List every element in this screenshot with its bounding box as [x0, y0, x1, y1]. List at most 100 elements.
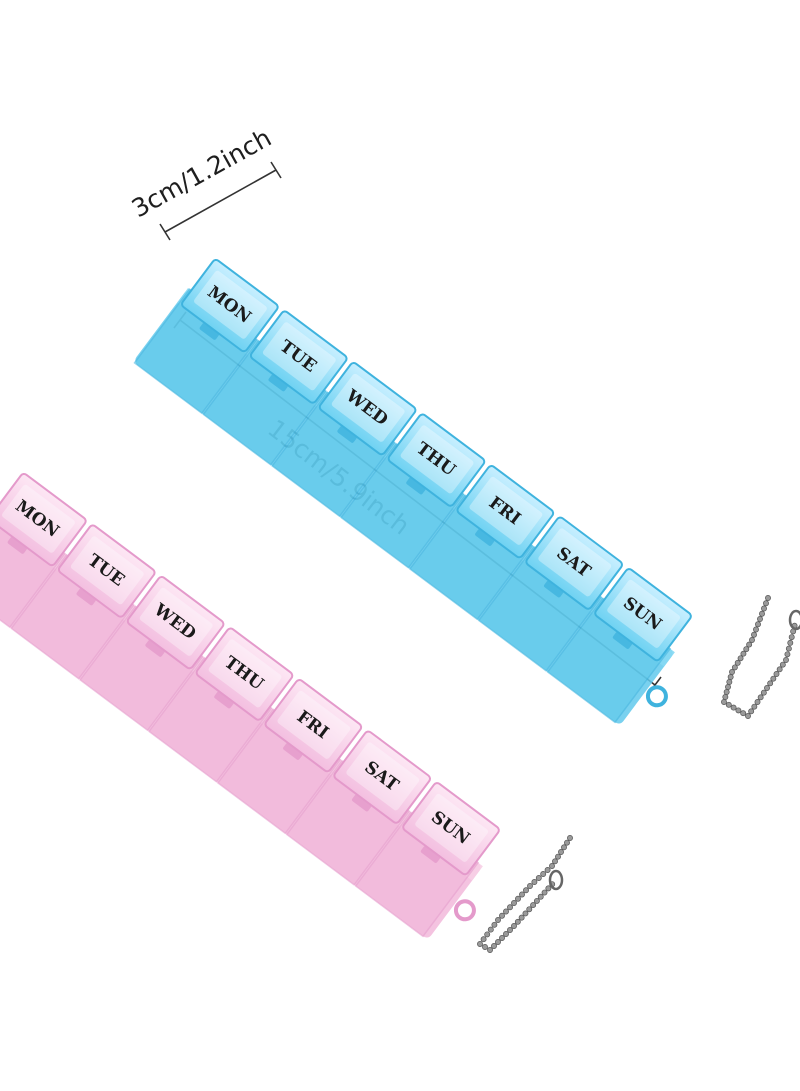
blue-latch — [199, 323, 219, 340]
chain-bead — [759, 610, 765, 617]
chain-bead — [737, 655, 744, 662]
pink-lid[interactable] — [195, 627, 294, 721]
chain-bead — [552, 858, 558, 865]
pink-compartment-tue[interactable]: TUE — [10, 523, 157, 680]
chain-bead — [495, 917, 501, 923]
blue-latch — [475, 529, 495, 546]
chain-bead — [522, 910, 529, 917]
chain-bead — [757, 616, 763, 622]
pink-label-panel — [415, 793, 489, 862]
pink-label-panel — [208, 639, 282, 708]
chain-bead — [545, 885, 552, 892]
chain-bead — [515, 895, 521, 902]
chain-bead — [784, 651, 791, 658]
chain-bead — [721, 699, 727, 705]
chain-bead — [544, 867, 551, 873]
chain-bead — [726, 679, 733, 685]
pink-latch — [7, 537, 27, 554]
width-label: 3cm/1.2inch — [127, 123, 276, 223]
blue-label-panel — [607, 579, 681, 648]
chain-bead — [558, 849, 564, 855]
blue-label-panel — [262, 322, 336, 391]
blue-compartment-sat[interactable]: SAT — [477, 515, 625, 672]
pink-compartment-fri[interactable]: FRI — [216, 677, 364, 835]
chain-bead — [745, 713, 751, 719]
chain-bead — [788, 634, 795, 641]
chain-bead — [753, 626, 759, 633]
pink-compartment-sat[interactable]: SAT — [285, 729, 433, 886]
blue-latch — [337, 426, 357, 443]
pink-label-panel — [2, 484, 75, 553]
chain-bead — [743, 646, 750, 653]
pink-compartment-thu[interactable]: THU — [148, 626, 295, 783]
pink-latch — [76, 588, 96, 606]
chain-bead — [495, 939, 501, 945]
chain-bead — [735, 707, 742, 714]
chain-bead — [765, 595, 771, 601]
chain-bead — [730, 704, 737, 711]
chain-bead — [734, 659, 741, 666]
chain-bead — [507, 927, 513, 933]
chain-clasp — [548, 869, 564, 891]
chain-bead — [540, 871, 547, 877]
pink-compartment-sun[interactable]: SUN — [354, 780, 502, 938]
chain-bead — [477, 941, 483, 947]
chain-bead — [549, 863, 555, 869]
chain-bead — [751, 703, 758, 710]
chain-bead — [783, 657, 789, 663]
blue-compartment-tue[interactable]: TUE — [202, 309, 349, 466]
chain-bead — [725, 684, 731, 690]
chain-bead — [754, 699, 761, 705]
blue-compartment-wed[interactable]: WED — [271, 360, 418, 518]
pink-lid[interactable] — [333, 730, 432, 824]
blue-label-panel — [538, 528, 612, 597]
chain-bead — [770, 675, 777, 682]
pink-latch — [420, 846, 441, 863]
chain-bead — [767, 680, 774, 687]
pink-latch — [214, 691, 234, 709]
blue-latch — [612, 632, 633, 649]
chain-bead — [487, 947, 493, 953]
chain-bead — [541, 889, 548, 896]
blue-lid[interactable] — [387, 413, 486, 507]
pink-ball-chain — [477, 835, 573, 953]
chain-bead — [518, 914, 525, 921]
chain-bead — [729, 669, 735, 675]
pink-latch — [352, 794, 372, 812]
blue-compartment-sun[interactable]: SUN — [546, 566, 694, 724]
chain-bead — [533, 897, 540, 904]
chain-bead — [751, 631, 757, 638]
pink-label-panel — [277, 690, 351, 759]
blue-compartment-thu[interactable]: THU — [340, 412, 487, 569]
pink-compartment-wed[interactable]: WED — [79, 574, 226, 732]
pink-label-panel — [139, 587, 213, 656]
chain-bead — [503, 908, 509, 915]
chain-bead — [561, 844, 567, 851]
chain-bead — [748, 708, 755, 715]
pink-lid[interactable] — [0, 472, 87, 567]
blue-latch — [268, 374, 288, 392]
chain-bead — [523, 887, 529, 894]
pink-compartment-mon[interactable]: MON — [0, 471, 89, 629]
chain-bead — [746, 641, 753, 648]
chain-bead — [787, 639, 794, 646]
chain-bead — [507, 904, 513, 911]
blue-lid[interactable] — [525, 516, 624, 610]
chain-bead — [527, 883, 533, 889]
chain-bead — [526, 906, 533, 913]
chain-bead — [487, 926, 494, 933]
chain-bead — [499, 935, 505, 941]
chain-bead — [567, 835, 573, 841]
blue-compartment-fri[interactable]: FRI — [408, 463, 556, 621]
blue-label-panel — [400, 425, 474, 494]
pink-key-ring — [453, 899, 476, 922]
chain-bead — [779, 661, 786, 668]
blue-compartment-mon[interactable]: MON — [133, 257, 281, 415]
chain-bead — [499, 912, 505, 919]
chain-bead — [530, 902, 537, 909]
chain-bead — [480, 936, 487, 943]
chain-bead — [755, 621, 761, 628]
